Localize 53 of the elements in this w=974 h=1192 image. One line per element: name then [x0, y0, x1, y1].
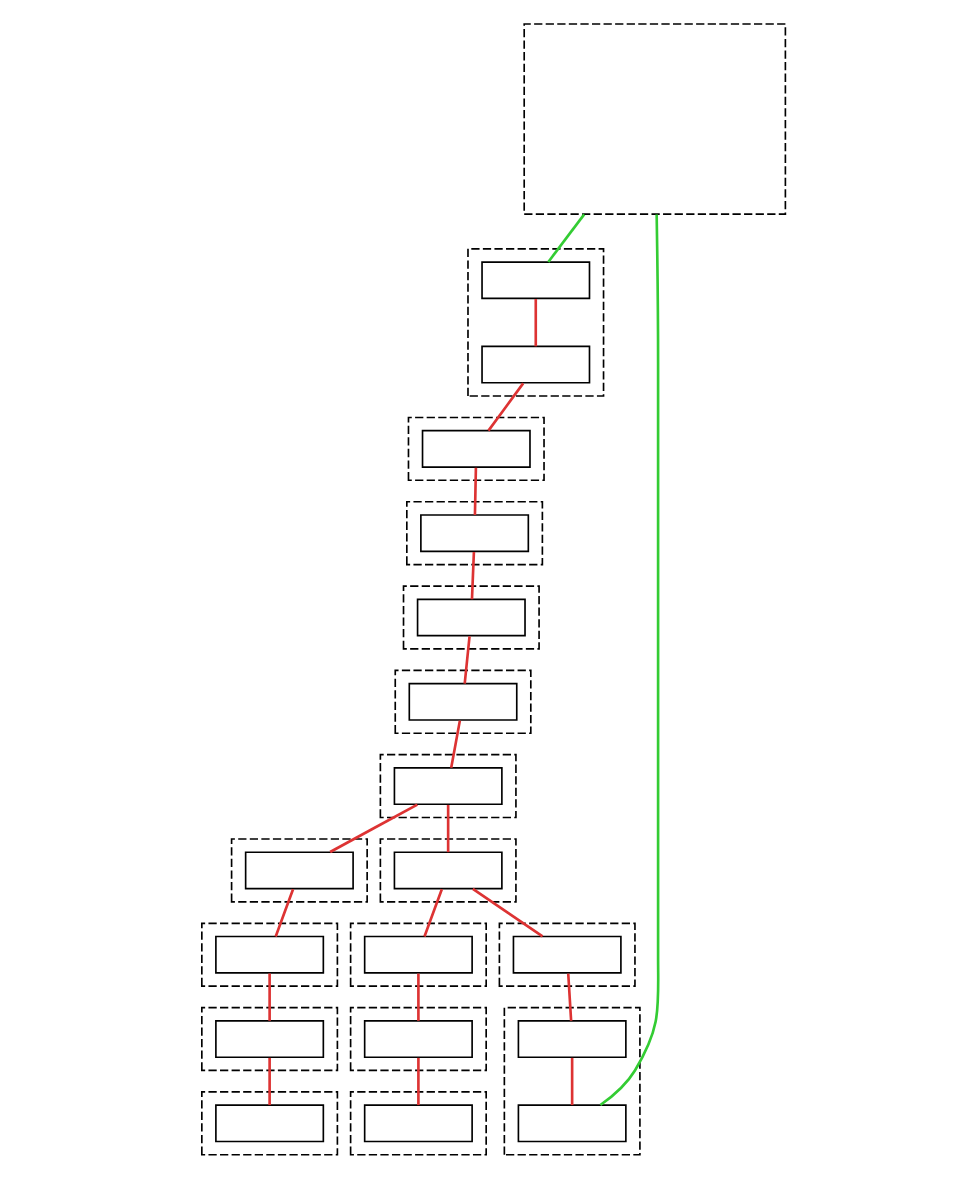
cluster	[349, 922, 487, 987]
node-box	[416, 598, 526, 637]
connector	[566, 973, 573, 1021]
connector	[472, 887, 544, 938]
cluster	[467, 248, 605, 397]
connector	[547, 213, 586, 263]
node-box	[393, 767, 503, 806]
connector	[274, 888, 295, 937]
cluster	[402, 585, 540, 650]
node-box	[481, 345, 591, 384]
cluster	[379, 838, 517, 903]
cluster	[498, 922, 636, 987]
connector	[423, 888, 444, 937]
node-box	[523, 23, 787, 215]
node-box	[363, 1020, 473, 1059]
node-box	[244, 851, 354, 890]
cluster	[230, 838, 368, 903]
node-box	[363, 1104, 473, 1143]
node-box	[512, 935, 622, 974]
connector	[470, 551, 476, 600]
connector	[268, 973, 271, 1021]
connector	[473, 467, 478, 515]
node-box	[393, 851, 503, 890]
node-box	[363, 935, 473, 974]
cluster	[406, 500, 544, 566]
node-box	[215, 935, 325, 974]
cluster	[201, 922, 339, 987]
node-box	[408, 682, 518, 721]
cluster	[349, 1006, 487, 1072]
connector	[417, 973, 420, 1021]
connector	[446, 804, 450, 853]
connector	[534, 299, 538, 347]
cluster	[407, 416, 545, 482]
node-box	[517, 1104, 627, 1143]
node-box	[481, 261, 591, 300]
connector	[599, 214, 660, 1107]
cluster	[349, 1091, 487, 1156]
node-box	[215, 1104, 325, 1143]
connector	[268, 1057, 271, 1106]
node-box	[421, 429, 531, 468]
node-box	[517, 1020, 627, 1059]
cluster	[201, 1091, 339, 1156]
cluster	[394, 669, 532, 735]
cluster	[379, 753, 517, 819]
cluster	[201, 1006, 339, 1072]
connector	[570, 1057, 574, 1106]
cluster	[503, 1006, 641, 1156]
node-box	[420, 514, 530, 553]
node-box	[215, 1020, 325, 1059]
connector	[487, 382, 525, 432]
connector	[463, 636, 471, 684]
connector	[417, 1057, 420, 1106]
connector	[449, 720, 462, 769]
